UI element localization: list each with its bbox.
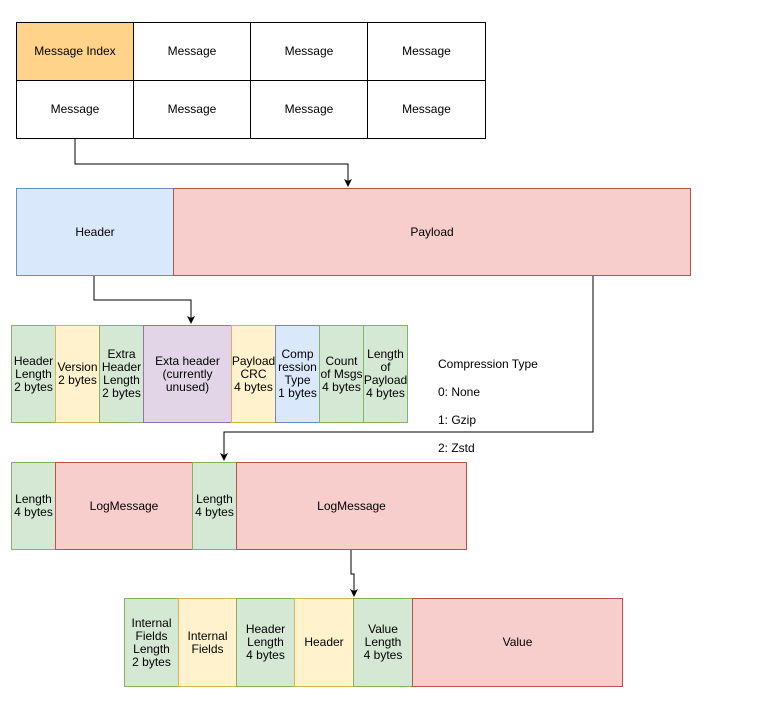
logmessage-block: LogMessage [55, 462, 193, 550]
header-to-fields-arrow [93, 276, 195, 324]
payload-to-entries-arrow [220, 276, 594, 461]
message-cell: Message [367, 22, 486, 81]
compression-note-title: Compression Type [438, 357, 538, 371]
message-cell: Message [250, 80, 368, 139]
message-cell: Message [133, 80, 251, 139]
compression-note-line: 2: Zstd [438, 441, 475, 455]
frame-payload-block: Payload [173, 188, 691, 276]
message-cell: Message [367, 80, 486, 139]
message-index-cell: Message Index [16, 22, 134, 81]
value-length-field: Value Length 4 bytes [353, 598, 413, 687]
extra-header-field: Exta header (currently unused) [143, 325, 232, 423]
count-of-msgs-field: Count of Msgs 4 bytes [319, 325, 364, 423]
header-length-field: Header Length 4 bytes [236, 598, 295, 687]
index-to-frame-arrow [74, 139, 352, 187]
entry-length-field: Length 4 bytes [192, 462, 237, 550]
frame-header-block: Header [16, 188, 174, 276]
value-field: Value [412, 598, 623, 687]
compression-note-line: 1: Gzip [438, 413, 477, 427]
internal-fields-length-field: Internal Fields Length 2 bytes [124, 598, 179, 687]
header-field: Header [294, 598, 354, 687]
header-length-field: Header Length 2 bytes [11, 325, 56, 423]
logmessage-to-fields-arrow [350, 549, 358, 597]
compression-note-line: 0: None [438, 385, 481, 399]
compression-type-field: Comp ression Type 1 bytes [275, 325, 320, 423]
message-cell: Message [16, 80, 134, 139]
extra-header-length-field: Extra Header Length 2 bytes [99, 325, 144, 423]
payload-crc-field: Payload CRC 4 bytes [231, 325, 276, 423]
compression-type-note: Compression Type 0: None 1: Gzip 2: Zstd [438, 343, 538, 469]
version-field: Version 2 bytes [55, 325, 100, 423]
message-cell: Message [250, 22, 368, 81]
message-cell: Message [133, 22, 251, 81]
length-of-payload-field: Length of Payload 4 bytes [363, 325, 408, 423]
logmessage-block: LogMessage [236, 462, 467, 550]
entry-length-field: Length 4 bytes [11, 462, 56, 550]
internal-fields-field: Internal Fields [178, 598, 237, 687]
